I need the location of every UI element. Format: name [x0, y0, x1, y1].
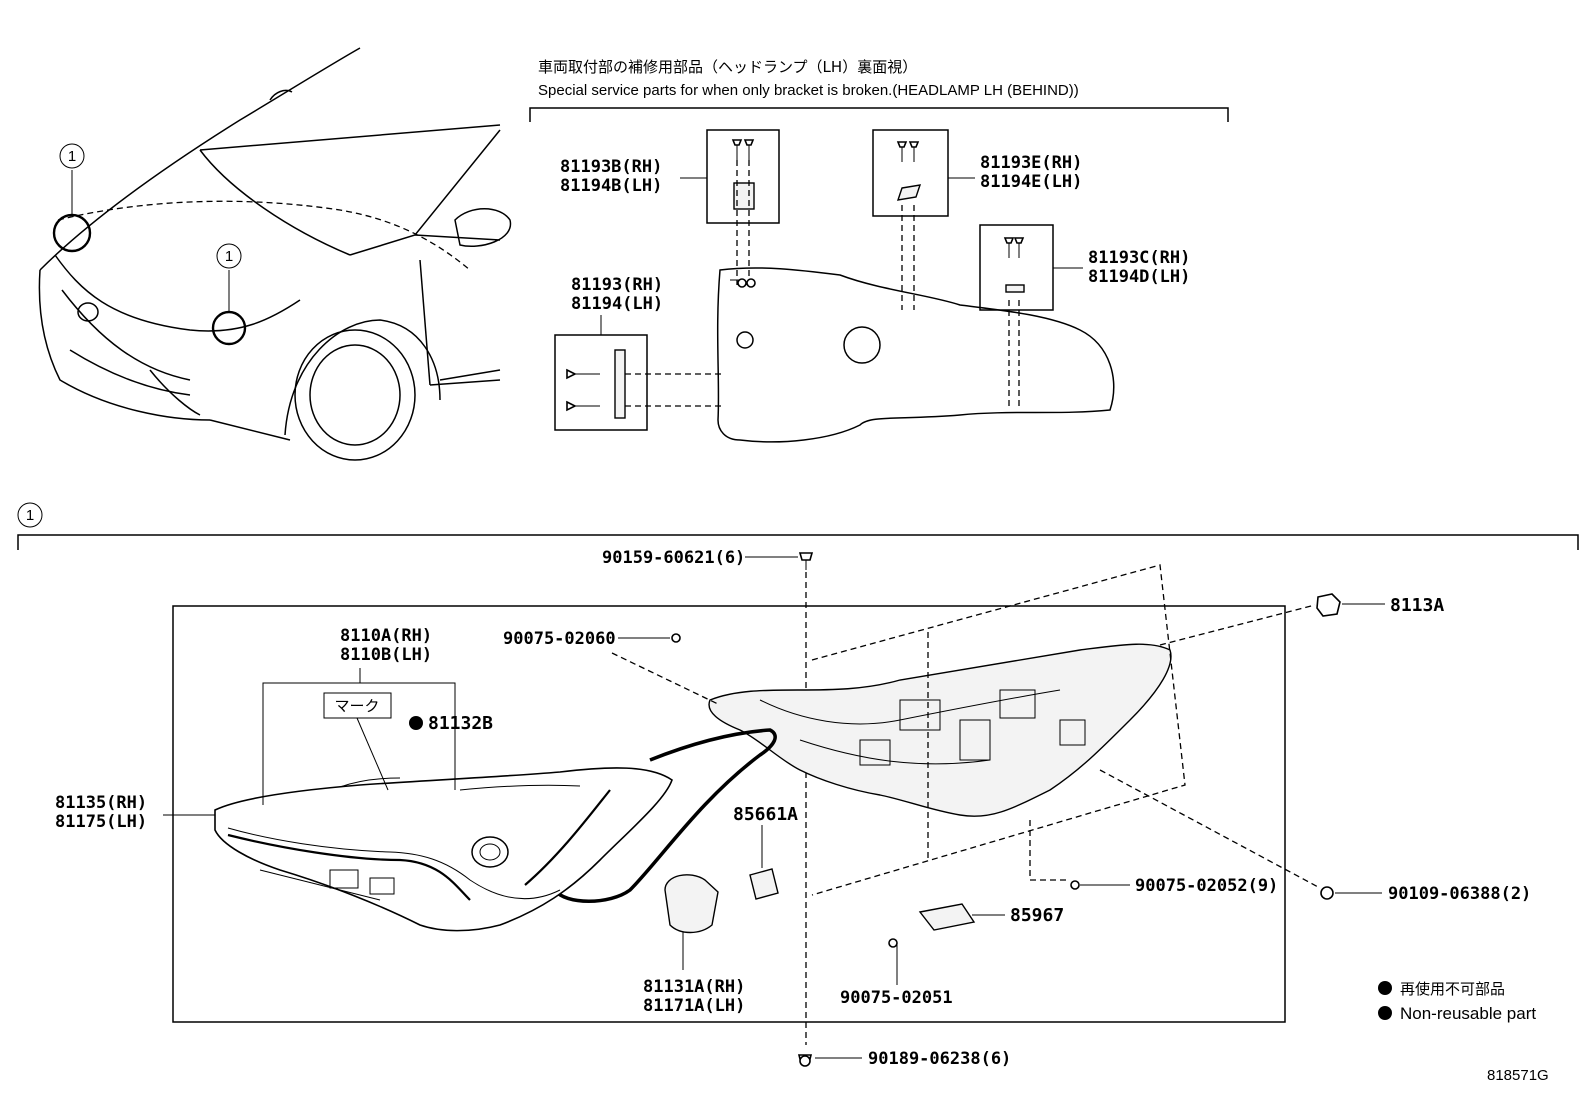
main-callout-1: 1: [26, 507, 34, 524]
overview-callout-1b: 1: [225, 248, 233, 265]
overview-callout-1: 1: [68, 148, 76, 165]
car-overview-illustration: 1 1: [38, 47, 512, 461]
label-81193b: 81193B(RH): [560, 157, 662, 177]
legend: 再使用不可部品 Non-reusable part: [1378, 980, 1536, 1023]
bracket-box-b: [706, 129, 780, 224]
label-8110b: 8110B(LH): [340, 645, 432, 665]
label-81132b: 81132B: [428, 713, 493, 734]
label-8113a: 8113A: [1390, 595, 1444, 616]
bracket-title-en: Special service parts for when only brac…: [538, 82, 1079, 99]
label-85661a: 85661A: [733, 804, 798, 825]
label-81194e: 81194E(LH): [980, 172, 1082, 192]
bracket-title-jp: 車両取付部の補修用部品（ヘッドランプ（LH）裏面視）: [538, 58, 917, 76]
diagram-id: 818571G: [1487, 1067, 1549, 1084]
label-90075-02060: 90075-02060: [503, 629, 616, 649]
bracket-repair-section: 車両取付部の補修用部品（ヘッドランプ（LH）裏面視） Special servi…: [529, 58, 1229, 443]
label-90075-02051: 90075-02051: [840, 988, 953, 1008]
bracket-box-base: [554, 334, 648, 431]
assembly-frame: [172, 605, 1286, 1023]
label-90189-06238: 90189-06238(6): [868, 1049, 1011, 1069]
non-reusable-dot: [409, 716, 423, 730]
label-81171a: 81171A(LH): [643, 996, 745, 1016]
label-8110a: 8110A(RH): [340, 626, 432, 646]
label-81193c: 81193C(RH): [1088, 248, 1190, 268]
headlamp-assembly-section: 1 90159-60621(6) 90189-06238(6) 81: [17, 502, 1579, 1069]
bracket-box-e: [872, 129, 949, 217]
label-81175: 81175(LH): [55, 812, 147, 832]
label-81193: 81193(RH): [571, 275, 663, 295]
label-90159-60621: 90159-60621(6): [602, 548, 745, 568]
legend-dot-jp: [1378, 981, 1392, 995]
label-81194d: 81194D(LH): [1088, 267, 1190, 287]
label-90109-06388: 90109-06388(2): [1388, 884, 1531, 904]
label-90075-02052: 90075-02052(9): [1135, 876, 1278, 896]
label-81131a: 81131A(RH): [643, 977, 745, 997]
legend-dot-en: [1378, 1006, 1392, 1020]
legend-jp: 再使用不可部品: [1400, 980, 1505, 998]
label-mark: マーク: [334, 697, 379, 715]
legend-en: Non-reusable part: [1400, 1004, 1536, 1023]
label-81194: 81194(LH): [571, 294, 663, 314]
label-85967: 85967: [1010, 905, 1064, 926]
label-81135: 81135(RH): [55, 793, 147, 813]
label-81194b: 81194B(LH): [560, 176, 662, 196]
label-81193e: 81193E(RH): [980, 153, 1082, 173]
